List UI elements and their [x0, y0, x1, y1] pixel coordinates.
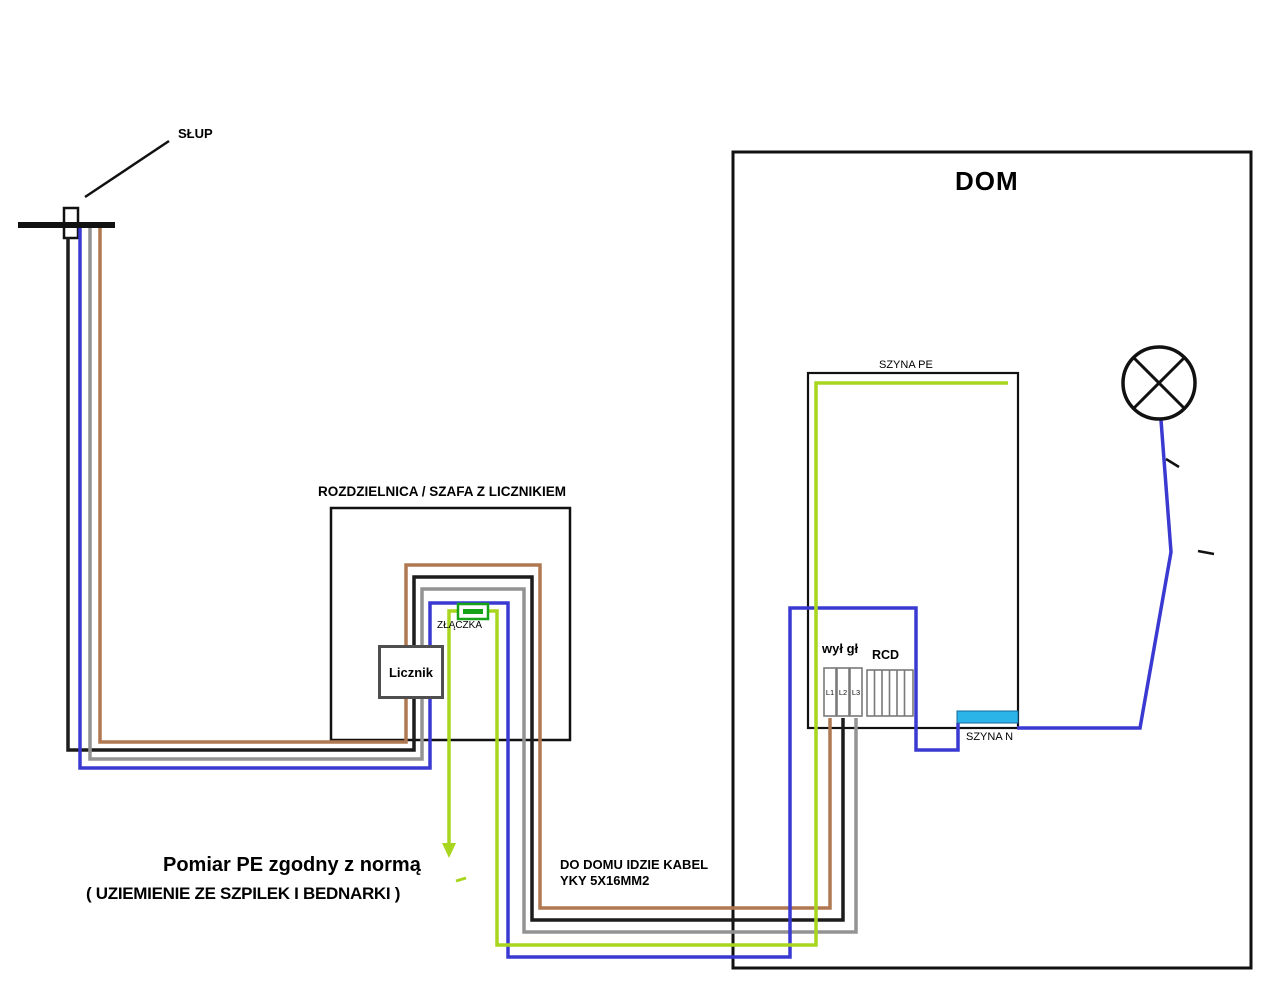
wire-pe-green — [488, 381, 1008, 947]
lamp-cross-line — [1132, 356, 1186, 410]
dom-label: DOM — [955, 166, 1019, 196]
ground-arrow-icon — [442, 843, 456, 858]
kabel-label-line1: DO DOMU IDZIE KABEL — [560, 857, 709, 872]
terminal-l1 — [823, 667, 837, 717]
switch-tick-2 — [1197, 549, 1215, 556]
terminal-l2 — [836, 667, 850, 717]
zlaczka-connector-core — [463, 609, 483, 614]
wire-l2-black — [66, 237, 845, 922]
terminal-l2-label: L2 — [839, 688, 847, 697]
wire-n-blue — [78, 228, 960, 959]
terminal-l3 — [849, 667, 863, 717]
rcd-label: RCD — [872, 648, 900, 662]
licznik-box: Licznik — [378, 645, 444, 699]
slup-label: SŁUP — [178, 126, 213, 141]
wire-pe-ground-branch — [447, 609, 458, 845]
szyna-pe-label: SZYNA PE — [879, 359, 933, 371]
terminal-l1-label: L1 — [826, 688, 834, 697]
pomiar-pe-label: Pomiar PE zgodny z normą — [163, 854, 421, 876]
szyna-n-label: SZYNA N — [966, 731, 1014, 743]
lamp-wire-blue — [1017, 419, 1173, 730]
pole-crossbar — [18, 222, 115, 228]
terminal-l3-label: L3 — [852, 688, 860, 697]
uziemienie-label: ( UZIEMIENIE ZE SZPILEK I BEDNARKI ) — [86, 884, 401, 903]
rozdzielnica-label: ROZDZIELNICA / SZAFA Z LICZNIKIEM — [318, 484, 566, 499]
wyl-gl-label: wył gł — [822, 641, 859, 656]
zlaczka-label: ZŁĄCZKA — [437, 620, 483, 631]
slup-pointer-line — [84, 139, 170, 199]
pe-dash-mark — [455, 876, 467, 883]
szyna-n-bar — [956, 710, 1019, 724]
switch-tick-1 — [1165, 457, 1180, 469]
wire-l1-brown — [98, 228, 832, 910]
kabel-label-line2: YKY 5X16MM2 — [560, 873, 650, 888]
wire-l3-gray — [88, 228, 858, 934]
licznik-label: Licznik — [388, 664, 434, 680]
